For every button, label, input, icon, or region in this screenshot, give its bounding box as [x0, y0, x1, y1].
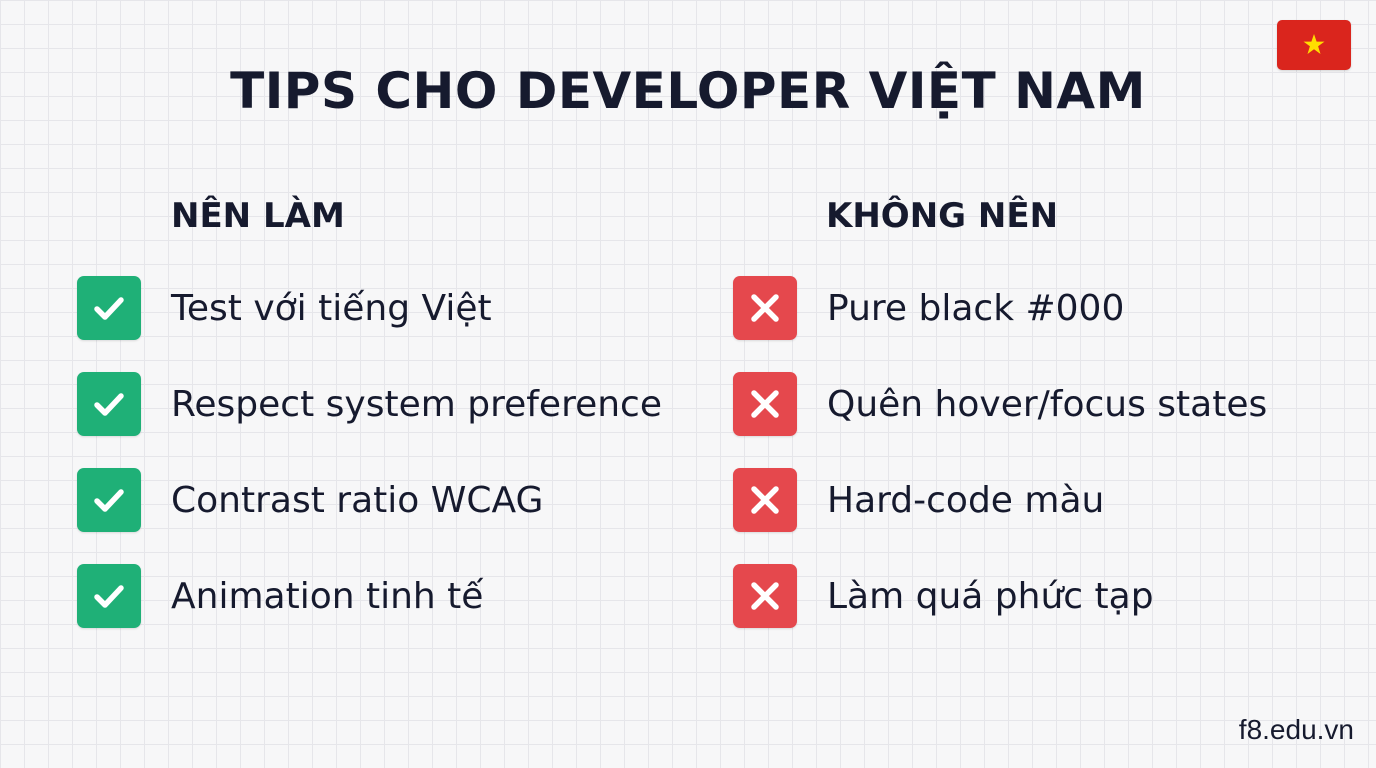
do-heading: NÊN LÀM: [171, 196, 345, 236]
x-icon: [733, 276, 797, 340]
dont-item: Pure black #000: [733, 276, 1124, 340]
dont-item-label: Hard-code màu: [827, 479, 1105, 521]
dont-item: Làm quá phức tạp: [733, 564, 1154, 628]
dont-item: Quên hover/focus states: [733, 372, 1267, 436]
dont-heading: KHÔNG NÊN: [826, 196, 1059, 236]
dont-item-label: Làm quá phức tạp: [827, 575, 1154, 617]
vietnam-flag-icon: [1277, 20, 1351, 70]
do-item: Test với tiếng Việt: [77, 276, 492, 340]
do-item: Animation tinh tế: [77, 564, 483, 628]
star-icon: [1303, 34, 1325, 54]
check-icon: [77, 564, 141, 628]
dont-item-label: Quên hover/focus states: [827, 383, 1268, 425]
check-icon: [77, 276, 141, 340]
dont-item: Hard-code màu: [733, 468, 1104, 532]
do-item-label: Test với tiếng Việt: [171, 287, 492, 329]
x-icon: [733, 372, 797, 436]
page-title: TIPS CHO DEVELOPER VIỆT NAM: [230, 62, 1146, 120]
do-item-label: Contrast ratio WCAG: [171, 479, 544, 521]
do-item-label: Animation tinh tế: [171, 575, 484, 617]
x-icon: [733, 468, 797, 532]
x-icon: [733, 564, 797, 628]
do-item: Contrast ratio WCAG: [77, 468, 543, 532]
check-icon: [77, 468, 141, 532]
do-item: Respect system preference: [77, 372, 662, 436]
dont-item-label: Pure black #000: [827, 287, 1125, 329]
check-icon: [77, 372, 141, 436]
do-item-label: Respect system preference: [171, 383, 662, 425]
site-url: f8.edu.vn: [1238, 714, 1354, 745]
